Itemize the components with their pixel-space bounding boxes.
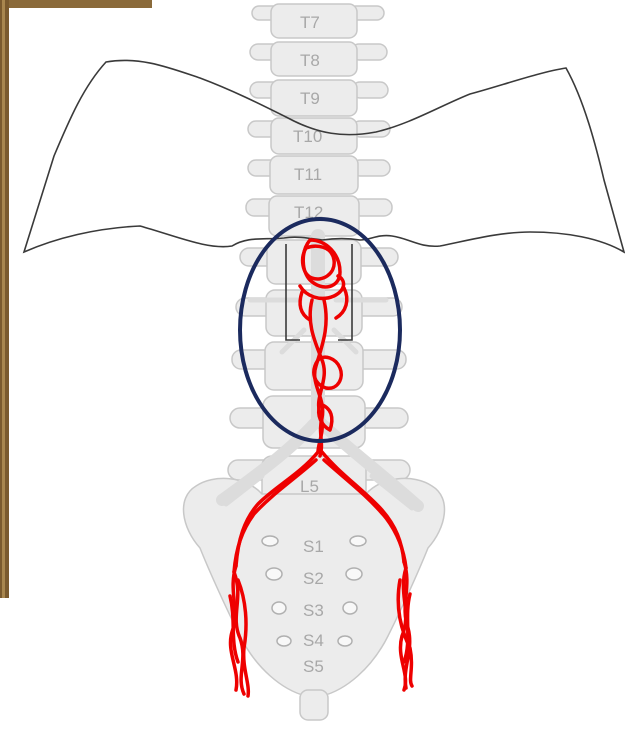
label-t9: T9 bbox=[300, 89, 320, 108]
label-t7: T7 bbox=[300, 13, 320, 32]
photo-edge bbox=[0, 0, 152, 598]
label-l5: L5 bbox=[300, 477, 319, 496]
label-s4: S4 bbox=[303, 631, 324, 650]
label-t8: T8 bbox=[300, 51, 320, 70]
label-s5: S5 bbox=[303, 657, 324, 676]
label-s1: S1 bbox=[303, 537, 324, 556]
label-s3: S3 bbox=[303, 601, 324, 620]
label-s2: S2 bbox=[303, 569, 324, 588]
label-t11: T11 bbox=[294, 165, 322, 184]
